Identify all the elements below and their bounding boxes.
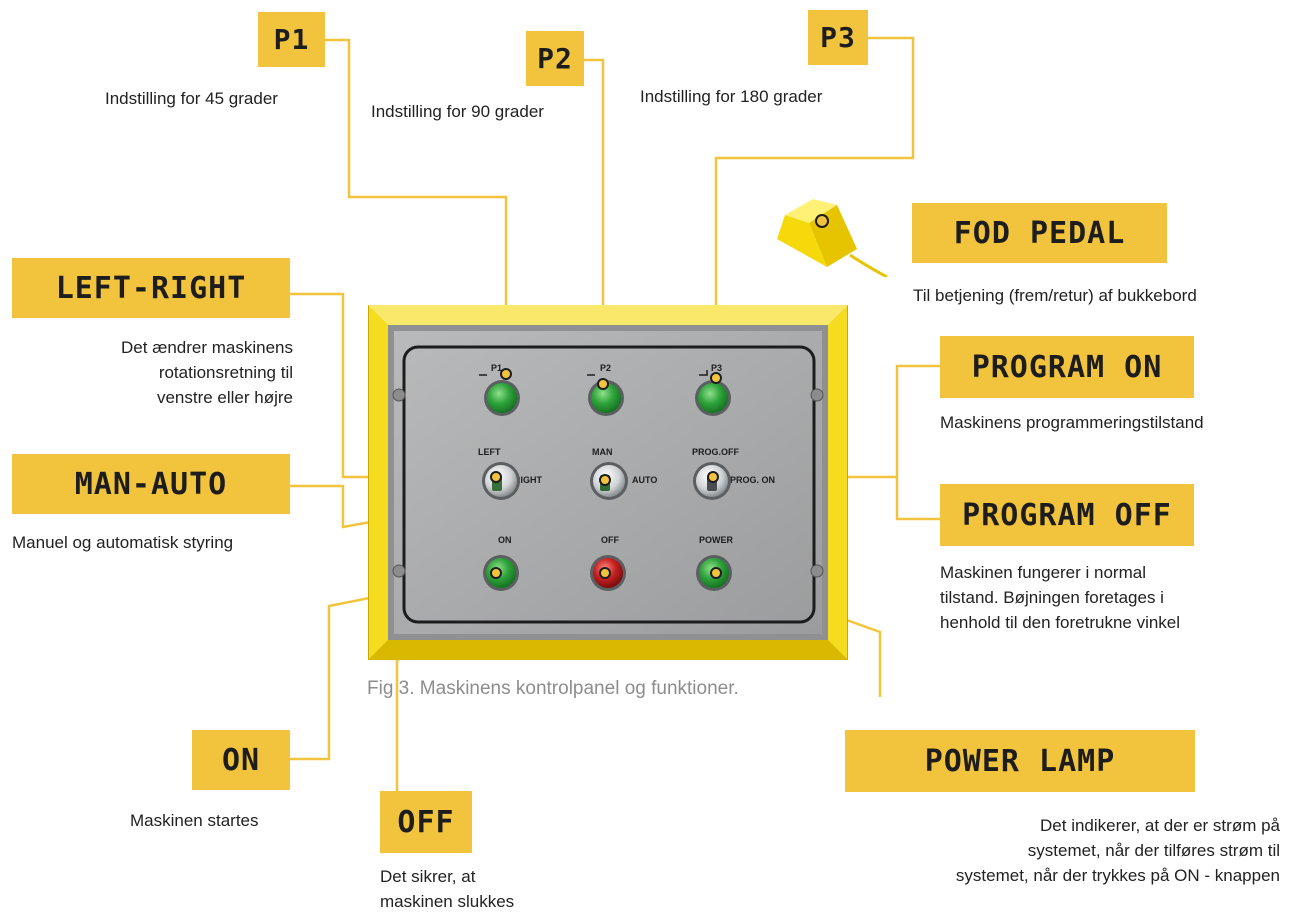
- off-desc-line-1: Det sikrer, at: [380, 867, 476, 886]
- panel-text-left: LEFT: [478, 447, 501, 457]
- man-auto-label: MAN-AUTO: [12, 454, 290, 514]
- program-off-label: PROGRAM OFF: [940, 484, 1194, 546]
- left-right-description: Det ændrer maskinens rotationsretning ti…: [40, 335, 293, 410]
- left-right-desc-line-1: Det ændrer maskinens: [121, 338, 293, 357]
- panel-text-p2: P2: [600, 363, 611, 373]
- p2-connector: [584, 58, 605, 384]
- program-on-description: Maskinens programmeringstilstand: [940, 413, 1204, 432]
- off-label: OFF: [380, 791, 472, 853]
- p2-label: P2: [526, 31, 584, 86]
- power-lamp-desc-line-1: Det indikerer, at der er strøm på: [1040, 816, 1280, 835]
- off-desc-line-2: maskinen slukkes: [380, 892, 515, 911]
- left-right-label: LEFT-RIGHT: [12, 258, 290, 318]
- power-lamp-desc-line-2: systemet, når der tilføres strøm til: [1027, 841, 1280, 860]
- panel-text-off: OFF: [601, 535, 619, 545]
- panel-text-on: ON: [498, 535, 512, 545]
- program-off-desc-line-1: Maskinen fungerer i normal: [940, 563, 1146, 582]
- panel-text-right: RIGHT: [514, 475, 543, 485]
- panel-text-auto: AUTO: [632, 475, 657, 485]
- p1-description: Indstilling for 45 grader: [105, 89, 278, 108]
- p3-description: Indstilling for 180 grader: [640, 87, 823, 106]
- p1-label: P1: [258, 12, 325, 67]
- fod-pedal-description: Til betjening (frem/retur) af bukkebord: [913, 286, 1197, 305]
- p2-description: Indstilling for 90 grader: [371, 102, 544, 121]
- panel-border: [402, 345, 816, 624]
- p3-label: P3: [808, 10, 868, 65]
- panel-text-prog-on: PROG. ON: [730, 475, 775, 485]
- panel-text-prog-off: PROG.OFF: [692, 447, 740, 457]
- man-auto-description: Manuel og automatisk styring: [12, 533, 234, 552]
- power-lamp-description: Det indikerer, at der er strøm på system…: [790, 813, 1280, 888]
- off-description: Det sikrer, at maskinen slukkes: [380, 864, 514, 914]
- p3-connector: [714, 36, 915, 378]
- panel-text-p1: P1: [491, 363, 502, 373]
- program-off-description: Maskinen fungerer i normal tilstand. Bøj…: [940, 560, 1180, 635]
- on-label: ON: [192, 730, 290, 790]
- p1-connector: [325, 38, 508, 374]
- panel-text-man: MAN: [592, 447, 613, 457]
- program-off-desc-line-2: tilstand. Bøjningen foretages i: [940, 588, 1164, 607]
- p2-button[interactable]: [588, 380, 624, 416]
- panel-text-power: POWER: [699, 535, 734, 545]
- program-off-desc-line-3: henhold til den foretrukne vinkel: [940, 613, 1181, 632]
- fod-pedal-label: FOD PEDAL: [912, 203, 1167, 263]
- on-description: Maskinen startes: [130, 811, 259, 830]
- p3-button[interactable]: [695, 380, 731, 416]
- program-on-label: PROGRAM ON: [940, 336, 1194, 398]
- power-lamp-desc-line-3: systemet, når der trykkes på ON - knappe…: [955, 866, 1280, 885]
- foot-pedal-icon: [777, 199, 888, 277]
- power-lamp-label: POWER LAMP: [845, 730, 1195, 792]
- p1-button[interactable]: [484, 380, 520, 416]
- left-right-desc-line-2: rotationsretning til: [158, 363, 293, 382]
- program-bracket: [895, 364, 940, 521]
- figure-caption: Fig 3. Maskinens kontrolpanel og funktio…: [367, 678, 739, 699]
- left-right-desc-line-3: venstre eller højre: [156, 388, 293, 407]
- panel-text-p3: P3: [711, 363, 722, 373]
